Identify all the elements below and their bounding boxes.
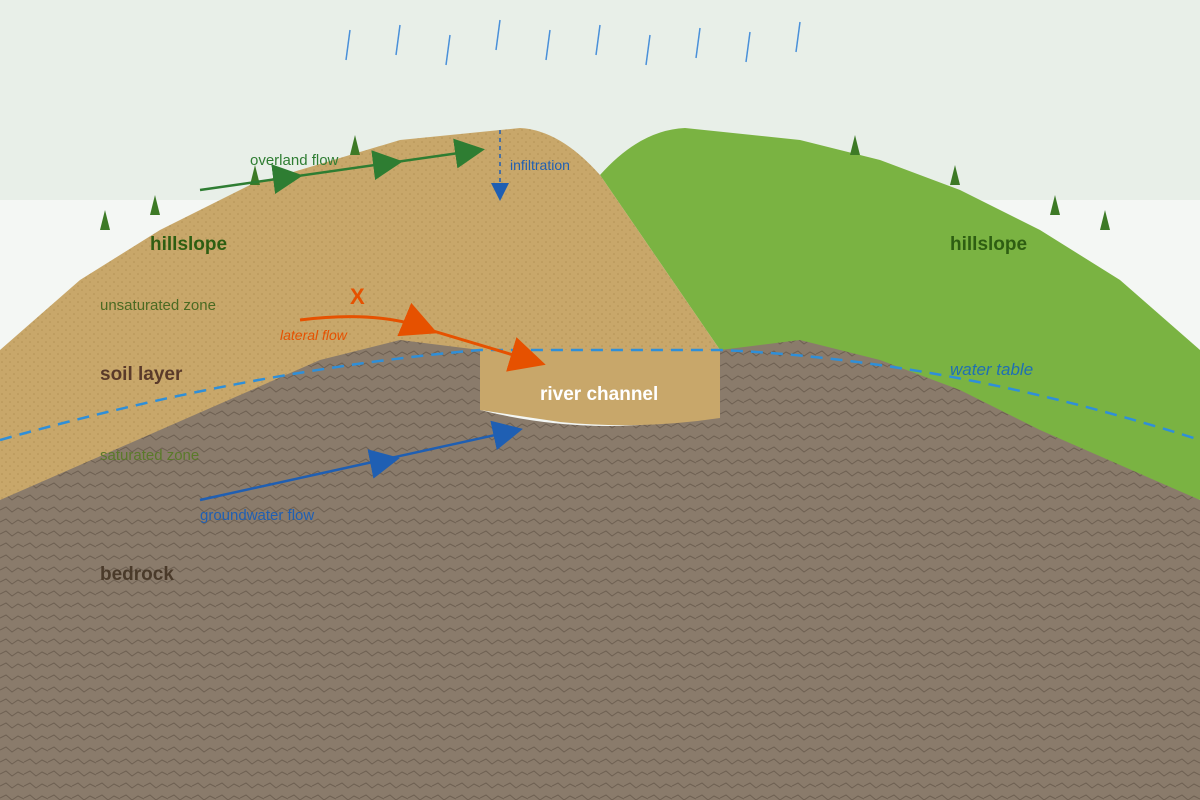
sky-background bbox=[0, 0, 1200, 200]
overland-flow-arrow-mid-1 bbox=[271, 164, 303, 194]
label-infiltration: infiltration bbox=[510, 157, 570, 173]
label-groundwater-flow: groundwater flow bbox=[200, 507, 314, 524]
label-hillslope-right: hillslope bbox=[950, 234, 1027, 255]
label-hillslope-left: hillslope bbox=[150, 234, 227, 255]
label-lateral-flow: lateral flow bbox=[280, 327, 348, 343]
tree-icons bbox=[100, 135, 1110, 230]
right-hillslope-grass bbox=[600, 128, 1200, 500]
label-water-table: water table bbox=[950, 360, 1033, 379]
lateral-flow-arrow-mid bbox=[397, 302, 438, 337]
label-bedrock: bedrock bbox=[100, 564, 174, 585]
water-table-line bbox=[0, 348, 1200, 442]
label-x-marker: X bbox=[350, 284, 365, 309]
label-soil-layer: soil layer bbox=[100, 364, 183, 385]
overland-flow-arrow bbox=[199, 138, 485, 192]
label-unsaturated-zone: unsaturated zone bbox=[100, 297, 216, 314]
groundwater-flow-arrow bbox=[199, 420, 523, 502]
bedrock-region bbox=[0, 340, 1200, 800]
label-overland-flow: overland flow bbox=[250, 152, 339, 169]
groundwater-flow-arrow-mid bbox=[367, 449, 400, 479]
rain-streaks bbox=[345, 19, 801, 66]
label-saturated-zone: saturated zone bbox=[100, 447, 199, 464]
overland-flow-arrow-mid-2 bbox=[371, 150, 403, 180]
label-river-channel: river channel bbox=[540, 384, 658, 405]
